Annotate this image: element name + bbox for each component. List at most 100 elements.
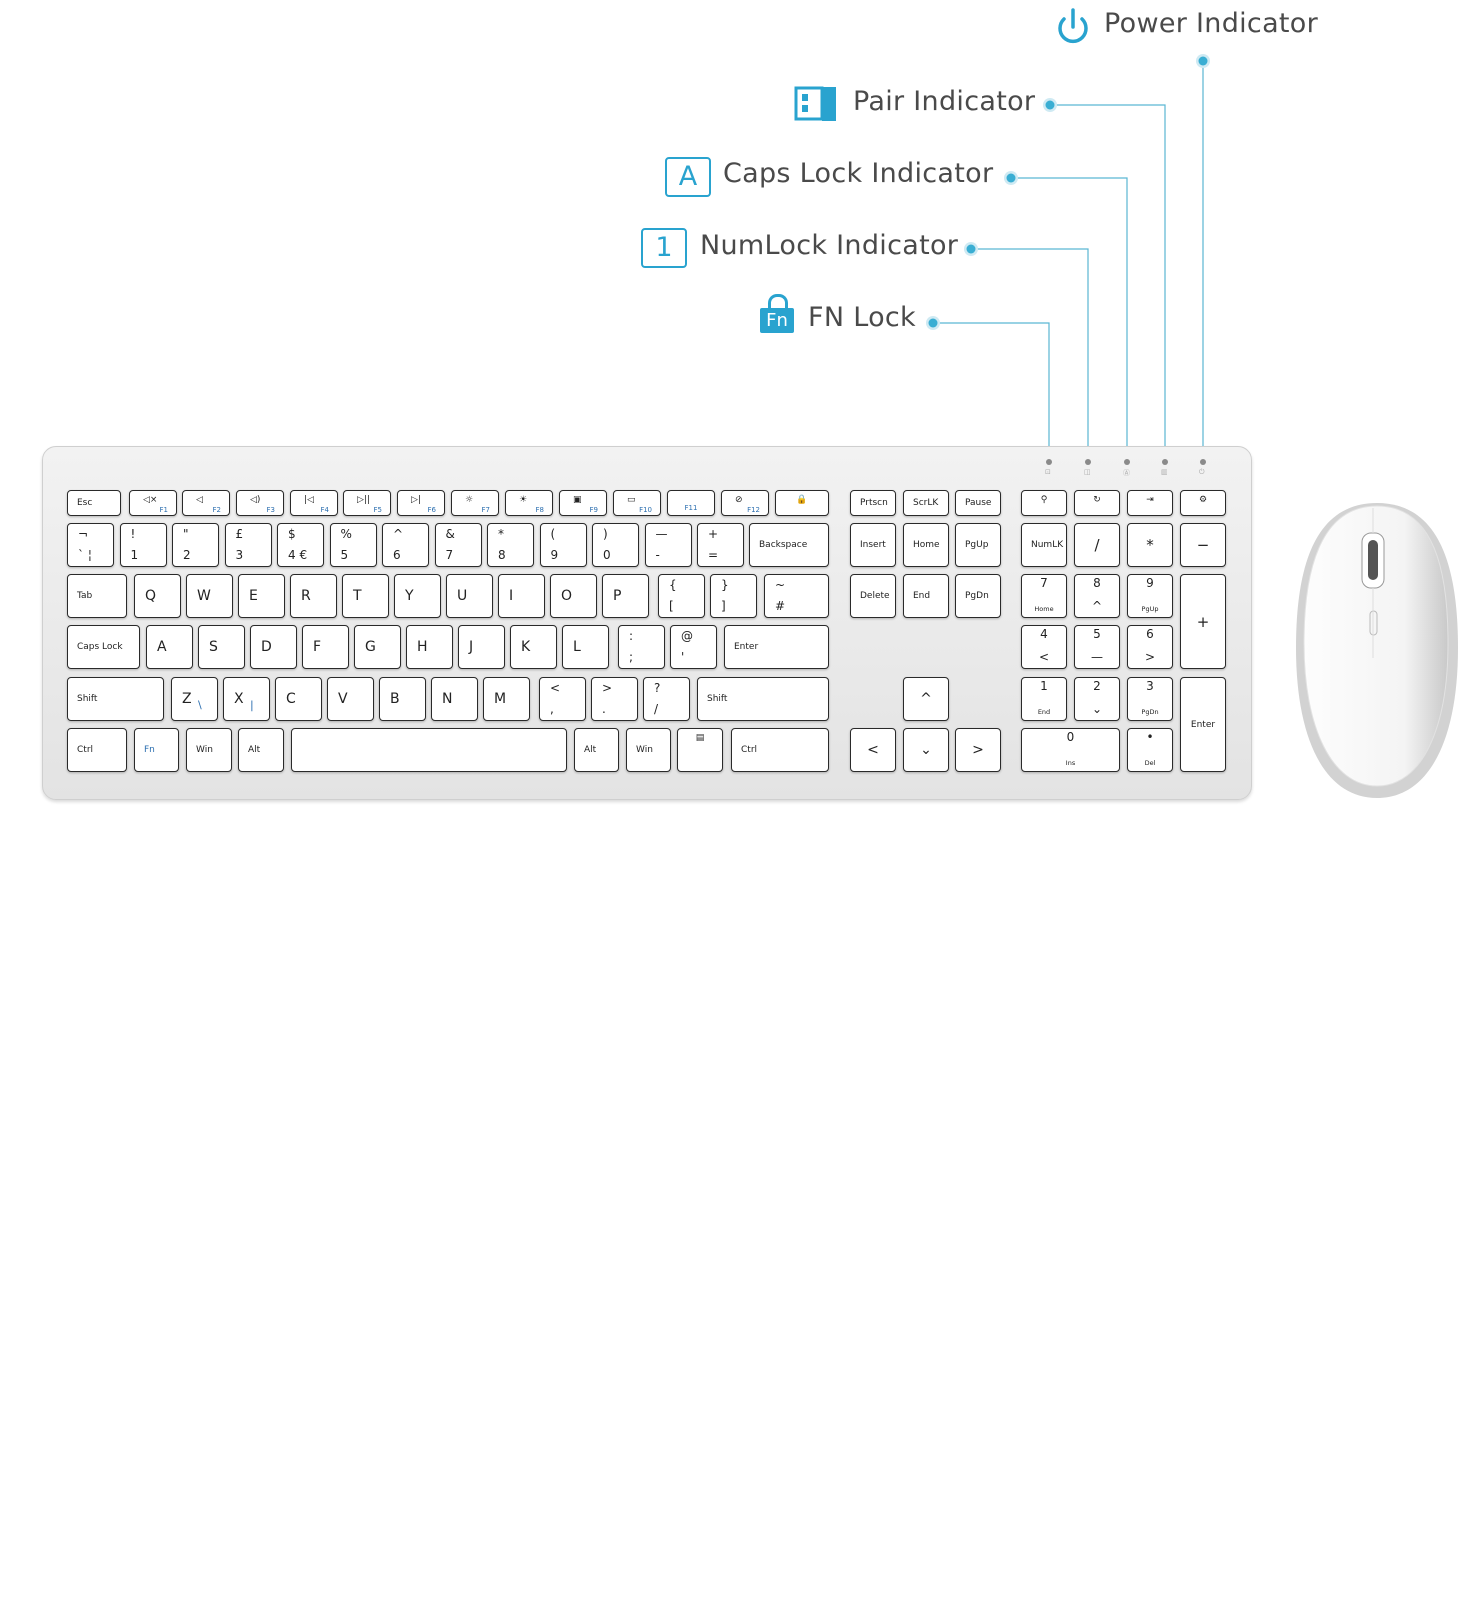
key-key[interactable]: >. [591,677,638,721]
key-s[interactable]: S [198,625,245,669]
mouse[interactable] [1290,498,1465,803]
key-refresh-icon[interactable]: ↻ [1074,490,1120,516]
key-key[interactable]: •Del [1127,728,1173,772]
key-delete[interactable]: Delete [850,574,896,618]
key-win[interactable]: Win [186,728,232,772]
key-u[interactable]: U [446,574,493,618]
key-key[interactable]: > [955,728,1001,772]
key-key[interactable]: £3 [224,523,272,567]
key-l[interactable]: L [562,625,609,669]
key-key[interactable]: %5 [329,523,377,567]
key-o[interactable]: O [550,574,597,618]
key-backspace[interactable]: Backspace [749,523,829,567]
key-key[interactable]: < [850,728,896,772]
key-d[interactable]: D [250,625,297,669]
key-f3[interactable]: ◁)F3 [236,490,284,516]
key-f10[interactable]: ▭F10 [613,490,661,516]
key-search-icon[interactable]: ⚲ [1021,490,1067,516]
key-key[interactable]: (9 [539,523,587,567]
key-key[interactable]: :; [618,625,665,669]
key-x[interactable]: X| [223,677,270,721]
key-key[interactable]: ~# [764,574,829,618]
key-p[interactable]: P [602,574,649,618]
key-caps-lock[interactable]: Caps Lock [67,625,140,669]
key-fn[interactable]: Fn [134,728,179,772]
key-j[interactable]: J [458,625,505,669]
key-f2[interactable]: ◁F2 [182,490,230,516]
key-tab[interactable]: Tab [67,574,127,618]
key-key[interactable]: ?/ [643,677,690,721]
key-shift[interactable]: Shift [67,677,164,721]
key-f4[interactable]: |◁F4 [290,490,338,516]
key-f5[interactable]: ▷||F5 [343,490,391,516]
key-key[interactable]: ^6 [382,523,429,567]
key-2[interactable]: 2⌄ [1074,677,1120,721]
key-v[interactable]: V [327,677,374,721]
key-4[interactable]: 4< [1021,625,1067,669]
key-key[interactable]: }] [710,574,757,618]
key-key[interactable]: ¬` ¦ [67,523,114,567]
key-ctrl[interactable]: Ctrl [731,728,829,772]
key-f9[interactable]: ▣F9 [559,490,607,516]
key-m[interactable]: M [483,677,530,721]
key-numlk[interactable]: NumLK [1021,523,1067,567]
key-y[interactable]: Y [394,574,441,618]
key-t[interactable]: T [342,574,389,618]
key-enter[interactable]: Enter [724,625,829,669]
key-f[interactable]: F [302,625,349,669]
key-win[interactable]: Win [626,728,671,772]
key-key[interactable]: )0 [592,523,639,567]
key-6[interactable]: 6> [1127,625,1173,669]
key-key[interactable]: + [1180,574,1226,669]
key-key[interactable]: $4 € [277,523,324,567]
key-f1[interactable]: ◁×F1 [129,490,177,516]
key-key[interactable]: − [1180,523,1226,567]
key-n[interactable]: N [431,677,478,721]
key-key[interactable]: !1 [119,523,167,567]
key-key[interactable]: += [697,523,744,567]
key-5[interactable]: 5— [1074,625,1120,669]
key-key[interactable]: {[ [658,574,705,618]
key-i[interactable]: I [498,574,545,618]
key-key[interactable]: @' [670,625,717,669]
key-b[interactable]: B [379,677,426,721]
key-key[interactable]: <, [539,677,586,721]
key-alt[interactable]: Alt [574,728,619,772]
key-esc[interactable]: Esc [67,490,121,516]
key-key[interactable]: —- [644,523,692,567]
key-menu-icon[interactable]: ▤ [677,728,723,772]
key-r[interactable]: R [290,574,337,618]
key-pgup[interactable]: PgUp [955,523,1001,567]
key-q[interactable]: Q [134,574,181,618]
key-key[interactable]: &7 [434,523,482,567]
key-f11[interactable]: F11 [667,490,715,516]
key-key[interactable]: "2 [172,523,219,567]
key-scrlk[interactable]: ScrLK [903,490,949,516]
key-key[interactable]: / [1074,523,1120,567]
key-a[interactable]: A [146,625,193,669]
key-h[interactable]: H [406,625,453,669]
key-lock-icon[interactable]: 🔒 [775,490,829,516]
key-key[interactable]: * [1127,523,1173,567]
key-f12[interactable]: ⊘F12 [721,490,769,516]
key-f7[interactable]: ☼F7 [451,490,499,516]
key-pgdn[interactable]: PgDn [955,574,1001,618]
key-home[interactable]: Home [903,523,949,567]
key-f6[interactable]: ▷|F6 [397,490,445,516]
key-k[interactable]: K [510,625,557,669]
key-8[interactable]: 8^ [1074,574,1120,618]
key-alt[interactable]: Alt [238,728,284,772]
key-end[interactable]: End [903,574,949,618]
key-pause[interactable]: Pause [955,490,1001,516]
key-key[interactable]: ⌄ [903,728,949,772]
key-c[interactable]: C [275,677,322,721]
key-ctrl[interactable]: Ctrl [67,728,127,772]
key-key[interactable]: ^ [903,677,949,721]
key-f8[interactable]: ☀F8 [505,490,553,516]
key-insert[interactable]: Insert [850,523,896,567]
